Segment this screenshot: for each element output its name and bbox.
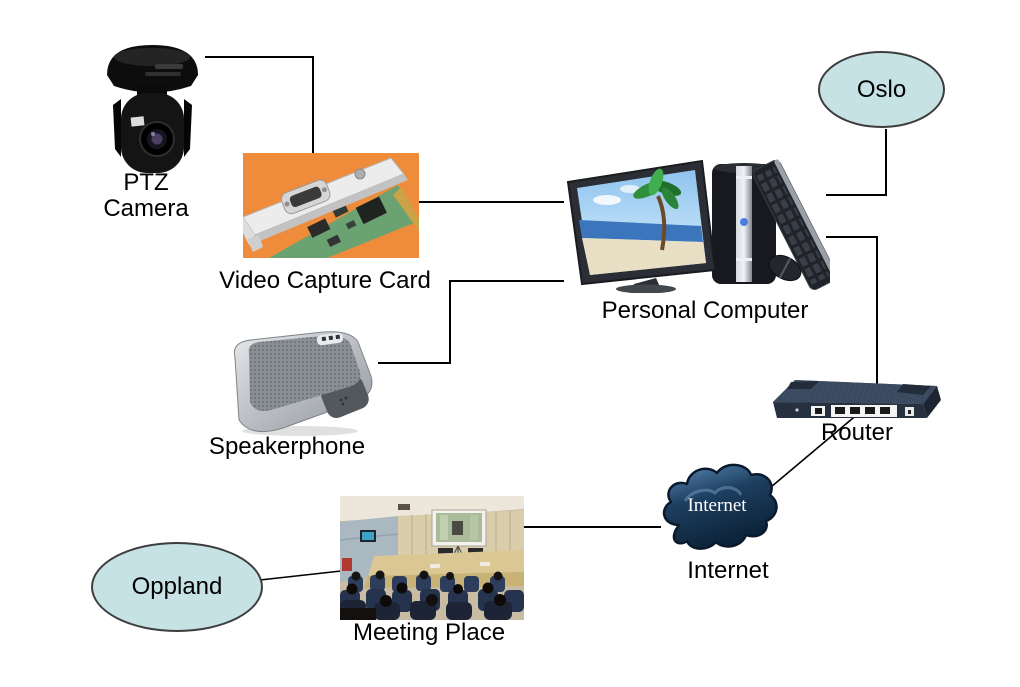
meeting-place-label: Meeting Place bbox=[352, 619, 506, 646]
speakerphone-image bbox=[205, 328, 380, 438]
personal-computer-icon bbox=[566, 159, 830, 293]
speakerphone-icon bbox=[233, 331, 373, 436]
oppland-label: Oppland bbox=[131, 573, 223, 600]
internet-cloud-text: Internet bbox=[687, 495, 747, 516]
connector-router-internet bbox=[770, 412, 860, 488]
connector-pc-router bbox=[826, 236, 878, 384]
video-capture-card-image bbox=[243, 153, 419, 258]
internet-cloud: Internet bbox=[655, 455, 780, 557]
video-capture-card-label: Video Capture Card bbox=[219, 267, 431, 294]
meeting-place-image bbox=[340, 496, 524, 620]
ptz-camera-label: PTZ Camera bbox=[103, 169, 189, 222]
meeting-place-icon bbox=[340, 496, 524, 620]
internet-label: Internet bbox=[687, 557, 769, 584]
ptz-camera-image bbox=[95, 33, 210, 183]
oslo-label: Oslo bbox=[856, 75, 907, 103]
personal-computer-label: Personal Computer bbox=[601, 297, 809, 324]
personal-computer-image bbox=[562, 158, 830, 293]
internet-cloud-icon: Internet bbox=[662, 463, 778, 550]
router-image bbox=[765, 372, 943, 422]
video-capture-card-icon bbox=[243, 153, 419, 258]
speakerphone-label: Speakerphone bbox=[208, 433, 366, 460]
oppland-node: Oppland bbox=[91, 542, 263, 632]
router-icon bbox=[773, 380, 941, 418]
ptz-camera-icon bbox=[107, 45, 198, 173]
connector-camera-card bbox=[205, 56, 314, 154]
connector-meeting-oppland bbox=[259, 570, 342, 581]
connector-pc-oslo bbox=[826, 129, 887, 196]
oslo-node: Oslo bbox=[818, 51, 945, 128]
connector-speakerphone-pc bbox=[378, 280, 564, 364]
router-label: Router bbox=[820, 419, 894, 446]
